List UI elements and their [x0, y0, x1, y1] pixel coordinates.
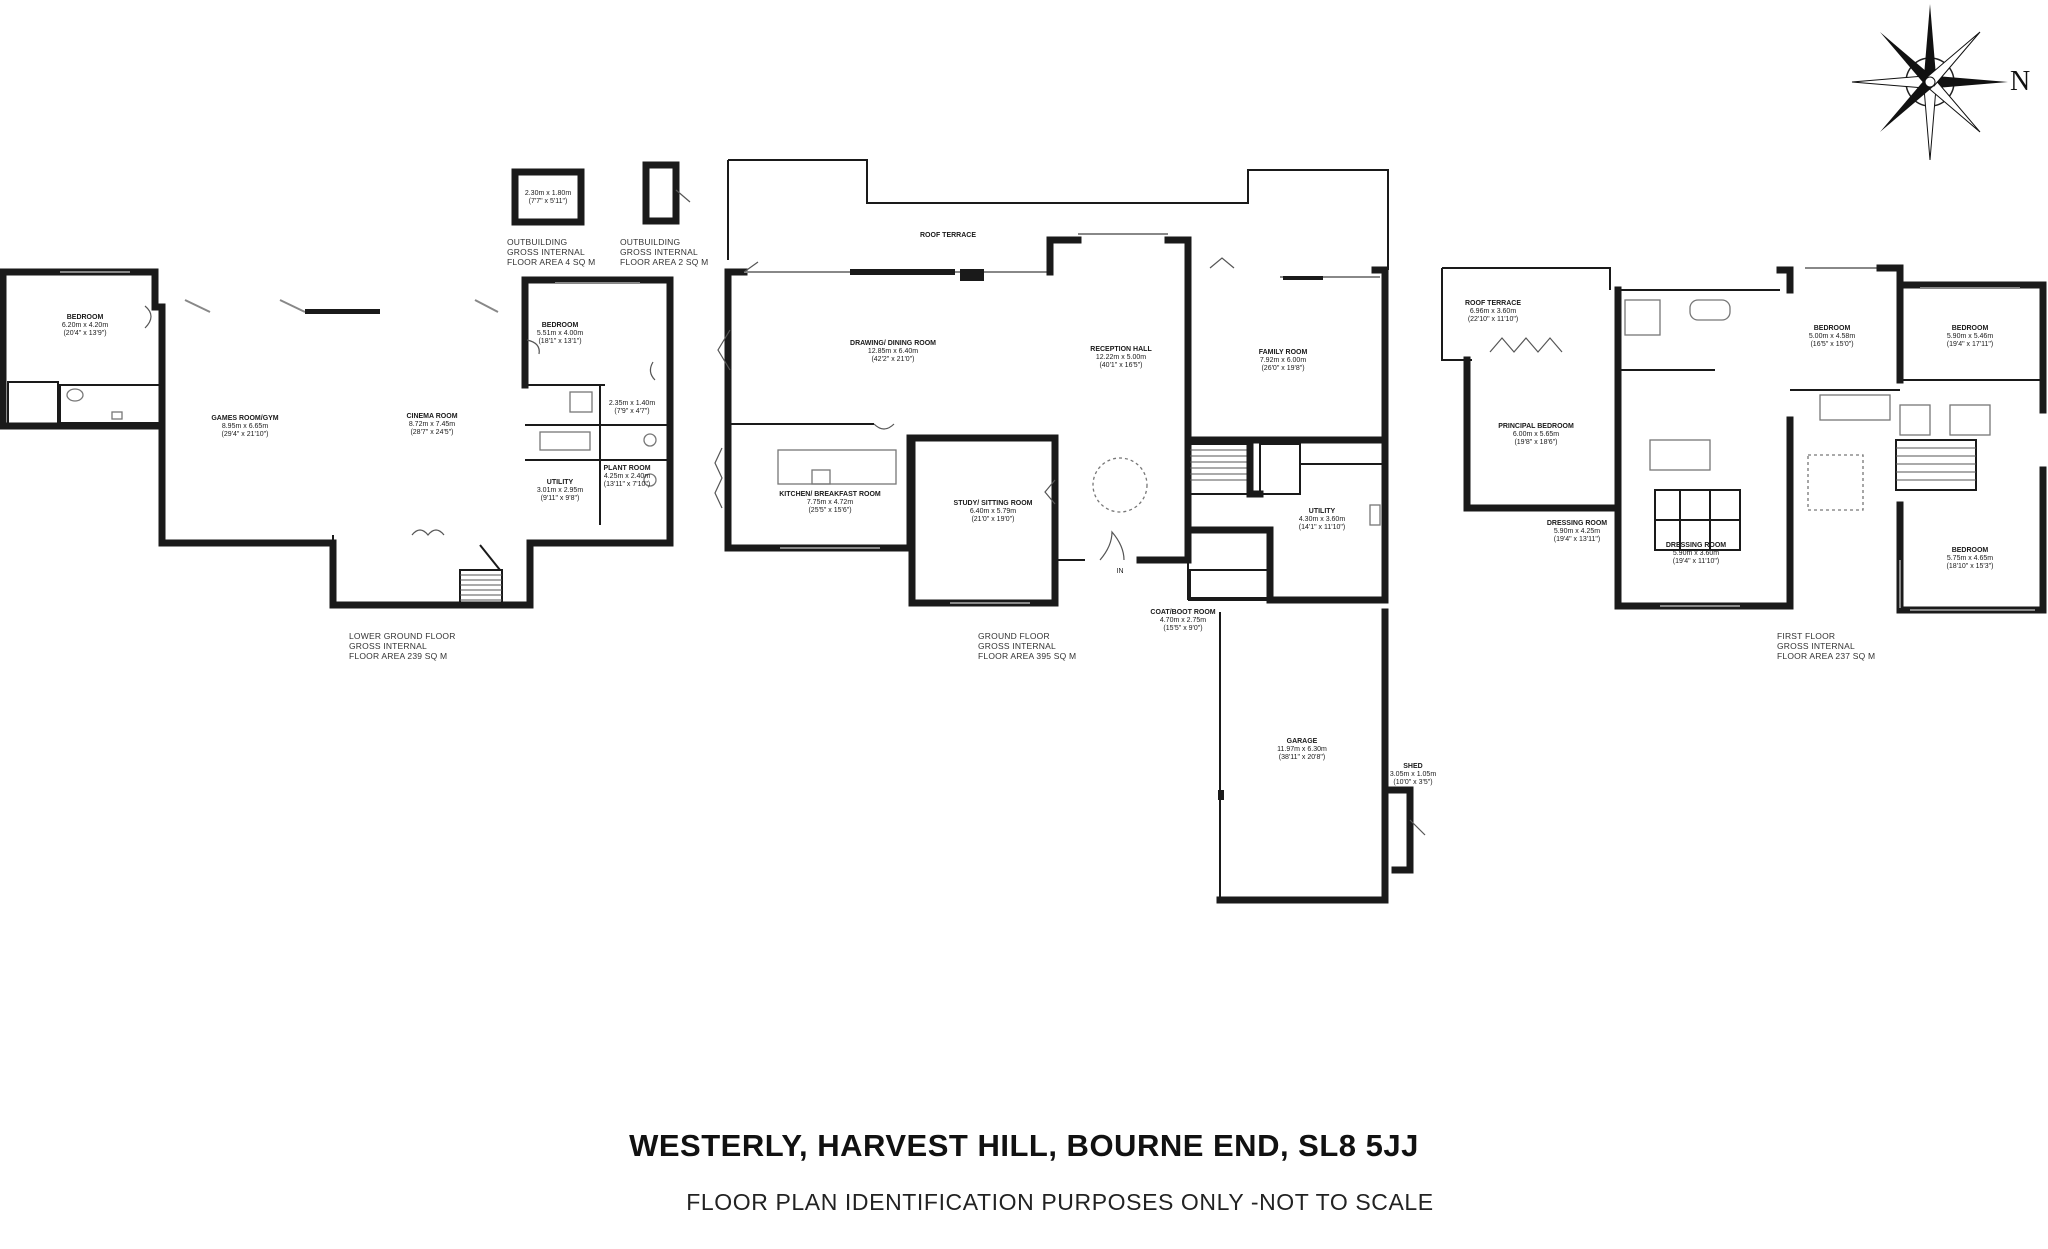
ground-floor-caption: GROUND FLOOR GROSS INTERNAL FLOOR AREA 3… [978, 631, 1077, 661]
compass-north-label: N [2010, 66, 2031, 97]
room-label-ff-bedroom-3: BEDROOM 5.90m x 5.46m (19'4" x 17'11") [1946, 325, 1994, 348]
room-label-cinema-room: CINEMA ROOM 8.72m x 7.45m (28'7" x 24'5"… [406, 413, 458, 436]
room-label-reception-hall: RECEPTION HALL 12.22m x 5.00m (40'1" x 1… [1090, 346, 1152, 369]
room-label-lg-utility: UTILITY 3.01m x 2.95m (9'11" x 9'8") [536, 479, 584, 502]
room-label-family-room: FAMILY ROOM 7.92m x 6.00m (26'0" x 19'8"… [1258, 349, 1308, 372]
room-label-principal-bedroom: PRINCIPAL BEDROOM 6.00m x 5.65m (19'8" x… [1498, 423, 1574, 446]
room-label-coat-boot-room: COAT/BOOT ROOM 4.70m x 2.75m (15'5" x 9'… [1150, 609, 1216, 632]
first-floor-caption: FIRST FLOOR GROSS INTERNAL FLOOR AREA 23… [1777, 631, 1876, 661]
disclaimer-subtitle: FLOOR PLAN IDENTIFICATION PURPOSES ONLY … [686, 1189, 1434, 1215]
property-title: WESTERLY, HARVEST HILL, BOURNE END, SL8 … [629, 1128, 1419, 1163]
room-label-study: STUDY/ SITTING ROOM 6.40m x 5.79m (21'0"… [953, 500, 1033, 523]
room-label-ground-utility: UTILITY 4.30m x 3.60m (14'1" x 11'10") [1298, 508, 1346, 531]
room-label-garage: GARAGE 11.97m x 6.30m (38'11" x 20'8") [1277, 738, 1327, 761]
outbuilding-2-caption: OUTBUILDING GROSS INTERNAL FLOOR AREA 2 … [620, 237, 709, 267]
wardrobe-units [1654, 489, 1741, 551]
room-label-roof-terrace-first: ROOF TERRACE 6.96m x 3.60m (22'10" x 11'… [1465, 300, 1521, 323]
entrance-label: IN [1116, 568, 1124, 575]
room-label-roof-terrace-ground: ROOF TERRACE [920, 232, 976, 239]
room-label-kitchen: KITCHEN/ BREAKFAST ROOM 7.75m x 4.72m (2… [779, 491, 881, 514]
room-label-shed: SHED 3.05m x 1.05m (10'0" x 3'5") [1389, 763, 1437, 786]
outbuilding-1-dims: 2.30m x 1.80m (7'7" x 5'11") [524, 190, 572, 205]
room-label-drawing-dining: DRAWING/ DINING ROOM 12.85m x 6.40m (42'… [850, 340, 936, 363]
compass-rose-icon [1851, 4, 2008, 161]
room-label-lg-bedroom-2: BEDROOM 5.51m x 4.00m (18'1" x 13'1") [536, 322, 584, 345]
room-label-ff-bedroom-2: BEDROOM 5.00m x 4.58m (16'5" x 15'0") [1808, 325, 1856, 348]
outbuilding-1-caption: OUTBUILDING GROSS INTERNAL FLOOR AREA 4 … [507, 237, 596, 267]
room-label-lg-bedroom-1: BEDROOM 6.20m x 4.20m (20'4" x 13'9") [61, 314, 109, 337]
lower-ground-floor-caption: LOWER GROUND FLOOR GROSS INTERNAL FLOOR … [349, 631, 456, 661]
room-label-ff-bedroom-4: BEDROOM 5.75m x 4.65m (18'10" x 15'3") [1946, 547, 1994, 570]
room-label-dressing-room-1: DRESSING ROOM 5.90m x 4.25m (19'4" x 13'… [1546, 520, 1608, 543]
room-label-plant-room: PLANT ROOM 4.25m x 2.40m (13'11" x 7'10"… [603, 465, 651, 488]
ground-floor-plan [714, 159, 1426, 904]
room-label-lg-shower: 2.35m x 1.40m (7'9" x 4'7") [608, 400, 656, 415]
room-label-dressing-room-2: DRESSING ROOM 5.90m x 3.60m (19'4" x 11'… [1665, 542, 1727, 565]
lower-ground-floor-plan [0, 268, 674, 609]
room-label-games-room: GAMES ROOM/GYM 8.95m x 6.65m (29'4" x 21… [211, 415, 279, 438]
first-floor-plan [1441, 264, 2047, 614]
outbuilding-plan [511, 161, 691, 226]
